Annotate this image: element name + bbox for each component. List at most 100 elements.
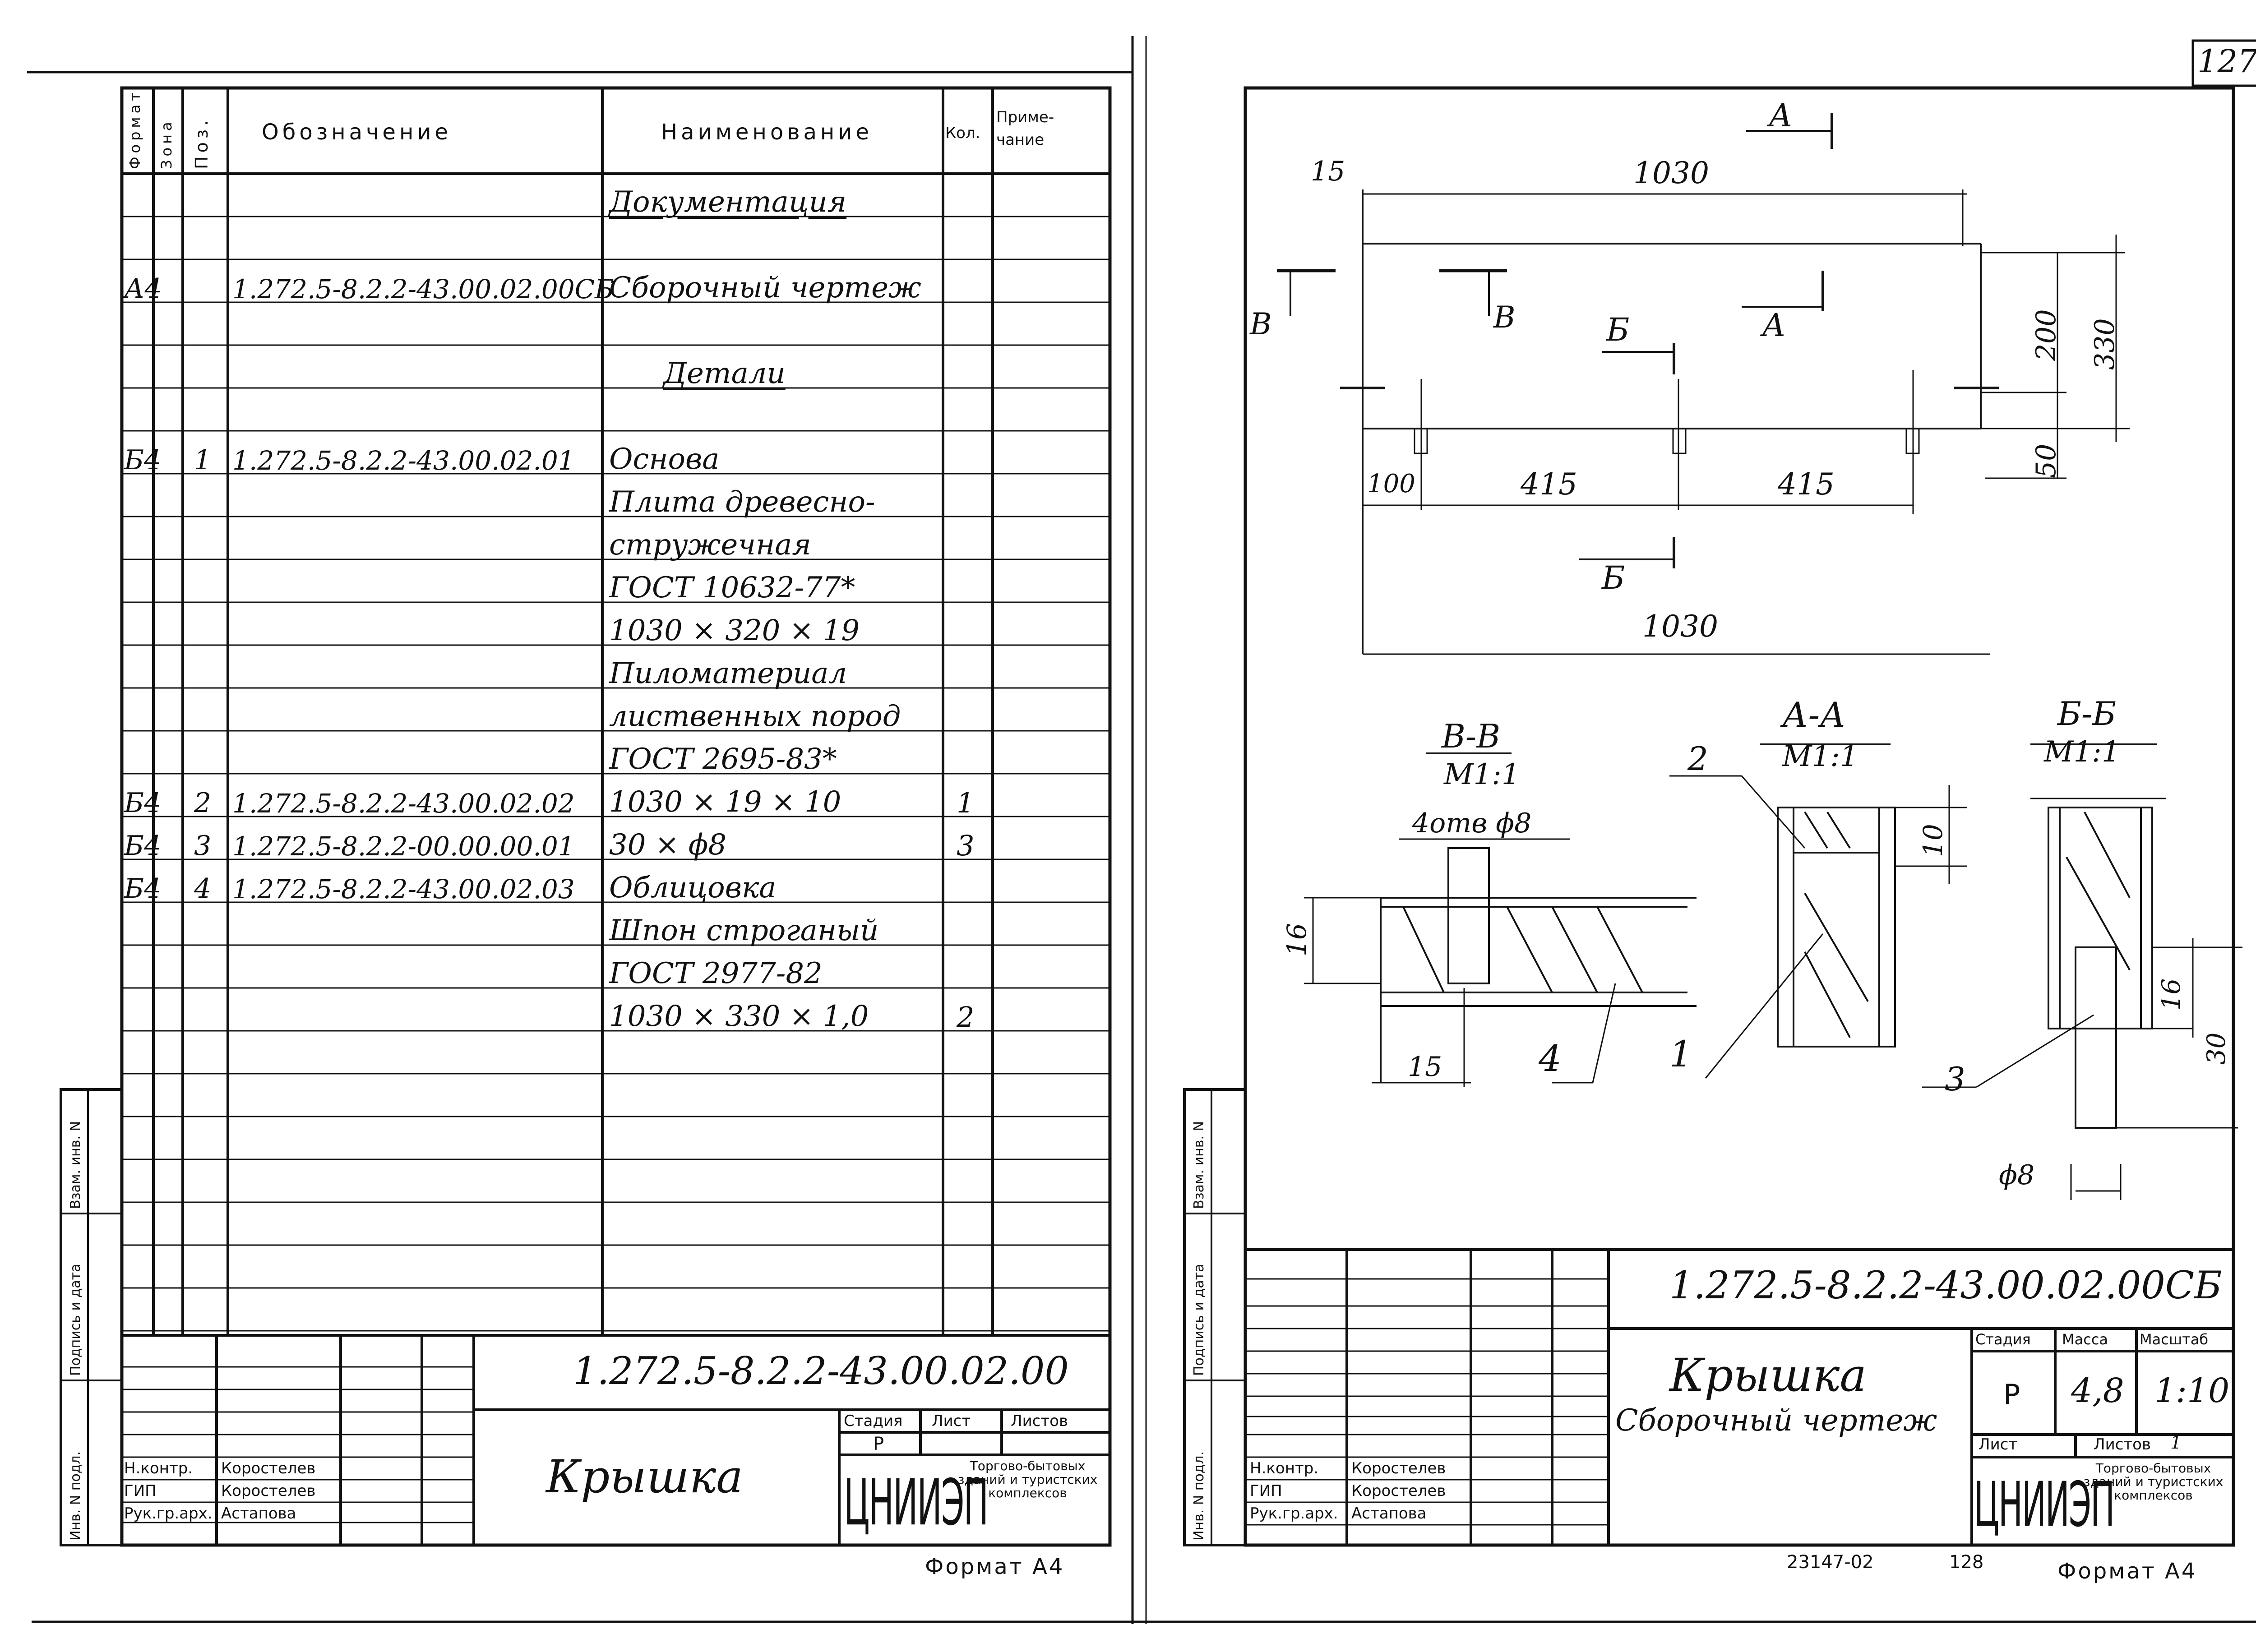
section-aa-scale: М1:1 xyxy=(1782,740,1858,773)
dim-h2: 330 xyxy=(2089,318,2121,370)
right-org-logo: ЦНИИЭП xyxy=(1974,1468,2115,1541)
mark-v-left: В xyxy=(1250,307,1272,341)
callout-1: 1 xyxy=(1669,1033,1692,1075)
mark-a-mid: А xyxy=(1762,307,1786,344)
right-scale-label: Масштаб xyxy=(2140,1331,2209,1348)
dim-s3: 415 xyxy=(1778,467,1835,502)
left-org-logo: ЦНИИЭП xyxy=(844,1466,989,1540)
row-name: Основа xyxy=(609,443,720,476)
right-mass-label: Масса xyxy=(2062,1331,2108,1348)
right-sheet-label: Лист xyxy=(1979,1435,2018,1454)
row-name: лиственных пород xyxy=(609,700,901,733)
header-designation: Обозначение xyxy=(262,120,452,145)
row-name: Пиломатериал xyxy=(609,657,847,690)
header-qty: Кол. xyxy=(945,124,980,142)
right-org-name: Торгово-бытовых зданий и туристских комп… xyxy=(2083,1461,2224,1503)
left-sheets-label: Листов xyxy=(1011,1412,1068,1430)
mark-b-top: Б xyxy=(1606,311,1630,348)
header-pos: Поз. xyxy=(192,116,212,169)
dim-left-offset: 15 xyxy=(1311,156,1345,187)
role-name: Коростелев xyxy=(221,1482,316,1500)
row-format: Б4 xyxy=(124,787,162,819)
row-pos: 3 xyxy=(194,830,212,862)
dim-h1: 200 xyxy=(2030,309,2062,361)
section-bb-dim2: 30 xyxy=(2202,1032,2231,1065)
header-zone: Зона xyxy=(158,118,175,169)
page-number: 127 xyxy=(2197,43,2256,80)
right-title-code: 1.272.5-8.2.2-43.00.02.00СБ xyxy=(1669,1263,2222,1307)
left-title-name: Крышка xyxy=(546,1450,743,1503)
right-stage-label: Стадия xyxy=(1975,1331,2031,1348)
right-scale: 1:10 xyxy=(2154,1371,2230,1410)
side-label-1: Инв. N подл. xyxy=(68,1451,83,1541)
dim-s2: 415 xyxy=(1521,467,1577,502)
row-pos: 4 xyxy=(194,873,212,904)
row-name: 1030 × 330 × 1,0 xyxy=(609,1000,869,1033)
row-format: А4 xyxy=(124,273,162,305)
r-side-label-3: Взам. инв. N xyxy=(1191,1121,1207,1209)
header-format: Формат xyxy=(126,89,143,169)
row-name: Сборочный чертеж xyxy=(609,271,921,305)
section-vv-dim1: 16 xyxy=(1281,923,1312,956)
bottom-num: 128 xyxy=(1949,1552,1984,1573)
row-designation: 1.272.5-8.2.2-43.00.02.02 xyxy=(232,788,575,819)
row-qty: 2 xyxy=(957,1001,975,1034)
dim-s1: 100 xyxy=(1367,469,1415,498)
mark-a-top: А xyxy=(1769,97,1793,134)
left-org-name: Торгово-бытовых зданий и туристских комп… xyxy=(957,1458,1098,1500)
row-name: Документация xyxy=(609,185,847,219)
row-name: ГОСТ 2977-82 xyxy=(609,957,823,990)
row-format: Б4 xyxy=(124,873,162,904)
role-label: ГИП xyxy=(124,1482,157,1500)
header-name: Наименование xyxy=(661,120,873,145)
row-designation: 1.272.5-8.2.2-43.00.02.01 xyxy=(232,445,575,476)
left-stage: Р xyxy=(873,1434,884,1454)
callout-4: 4 xyxy=(1539,1038,1562,1080)
mark-b-bottom: Б xyxy=(1602,559,1625,596)
left-sheet-label: Лист xyxy=(932,1412,971,1430)
section-aa-dim1: 10 xyxy=(1918,824,1948,857)
dim-top: 1030 xyxy=(1633,156,1709,190)
row-name: стружечная xyxy=(609,528,811,562)
row-name: 1030 × 320 × 19 xyxy=(609,614,860,647)
right-title-subtitle: Сборочный чертеж xyxy=(1615,1403,1937,1438)
row-format: Б4 xyxy=(124,444,162,476)
header-note: Приме-чание xyxy=(996,108,1054,149)
left-stage-label: Стадия xyxy=(844,1412,903,1430)
row-qty: 3 xyxy=(957,829,975,862)
mark-v-right: В xyxy=(1493,300,1516,335)
row-name: Детали xyxy=(663,357,786,390)
row-pos: 1 xyxy=(194,444,212,476)
section-bb-dim1: 16 xyxy=(2157,978,2186,1011)
callout-2: 2 xyxy=(1687,740,1708,778)
row-format: Б4 xyxy=(124,830,162,862)
right-sheets-label: Листов xyxy=(2094,1435,2151,1454)
role-label: Рук.гр.арх. xyxy=(1250,1504,1338,1523)
right-mass: 4,8 xyxy=(2071,1371,2124,1410)
right-stage: Р xyxy=(2003,1378,2020,1411)
role-name: Астапова xyxy=(221,1504,296,1523)
role-name: Астапова xyxy=(1351,1504,1427,1523)
row-qty: 1 xyxy=(957,786,975,819)
role-name: Коростелев xyxy=(1351,1482,1446,1500)
row-name: ГОСТ 2695-83* xyxy=(609,743,837,776)
row-name: Плита древесно- xyxy=(609,485,875,519)
row-designation: 1.272.5-8.2.2-43.00.02.03 xyxy=(232,874,575,904)
row-name: Шпон строганый xyxy=(609,914,879,947)
r-side-label-1: Инв. N подл. xyxy=(1191,1451,1207,1541)
role-name: Коростелев xyxy=(221,1459,316,1477)
section-vv-title: В-В xyxy=(1442,717,1501,755)
section-vv-dim2: 15 xyxy=(1408,1051,1442,1083)
row-name: 1030 × 19 × 10 xyxy=(609,785,841,819)
right-title-name: Крышка xyxy=(1669,1349,1867,1402)
dim-h3: 50 xyxy=(2030,443,2062,478)
right-sheets: 1 xyxy=(2170,1432,2182,1453)
row-designation: 1.272.5-8.2.2-00.00.00.01 xyxy=(232,831,575,862)
role-label: Н.контр. xyxy=(124,1459,193,1477)
right-format: Формат А4 xyxy=(2057,1559,2197,1584)
bottom-code: 23147-02 xyxy=(1787,1552,1874,1573)
dim-bottom: 1030 xyxy=(1642,609,1718,644)
section-bb-dim3: ϕ8 xyxy=(1999,1159,2035,1191)
